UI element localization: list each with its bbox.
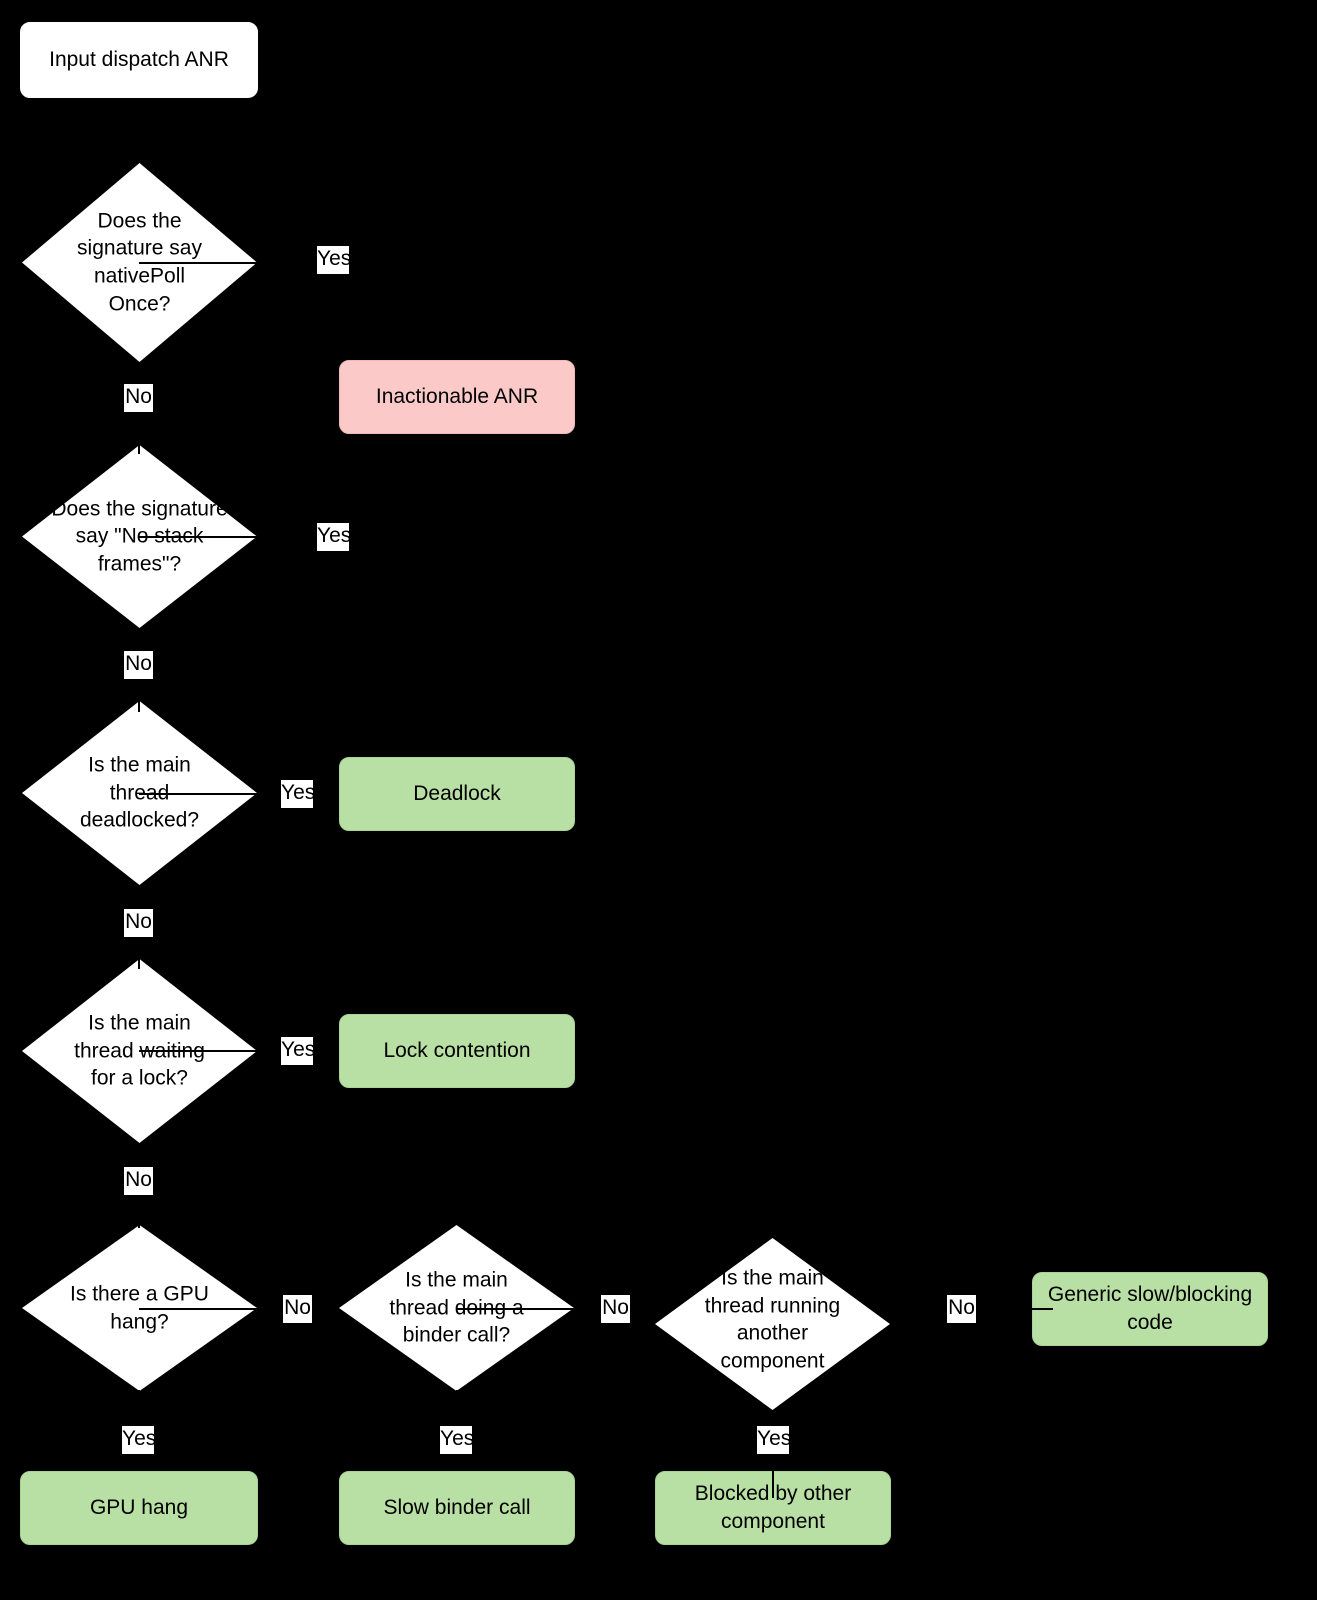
edge-nativepoll-yes-vertical (456, 262, 458, 360)
node-label: Slow binder call (383, 1496, 531, 1520)
node-label: Does the signature say "No stack frames"… (51, 496, 228, 576)
edge-label-binder-yes: Yes (440, 1426, 474, 1454)
edge-label-component-no: No (947, 1295, 976, 1323)
edge-start-to-nativepoll (138, 98, 140, 163)
node-decision-running-another-component[interactable]: Is the main thread running another compo… (655, 1238, 890, 1410)
edge-gpu-no (139, 1308, 339, 1310)
node-generic-slow-blocking-code-outcome[interactable]: Generic slow/blocking code (1032, 1272, 1268, 1346)
edge-component-yes (772, 1410, 774, 1498)
edge-label-nostack-no: No (124, 651, 153, 679)
node-decision-nativepoll-once[interactable]: Does the signature say nativePoll Once? (22, 163, 257, 362)
edge-label-deadlock-yes: Yes (281, 780, 315, 808)
edge-label-gpu-yes: Yes (122, 1426, 156, 1454)
edge-label-binder-no: No (601, 1295, 630, 1323)
edge-label-nostack-yes: Yes (317, 523, 351, 551)
edge-nostack-yes (139, 536, 457, 538)
node-label: Inactionable ANR (375, 385, 539, 409)
edge-label-lock-no: No (124, 1167, 153, 1195)
node-deadlock-outcome[interactable]: Deadlock (339, 757, 575, 831)
edge-label-nativepoll-no: No (124, 384, 153, 412)
node-label: Is the main thread waiting for a lock? (74, 1011, 205, 1090)
node-label: Is the main thread deadlocked? (79, 753, 200, 832)
edge-deadlock-yes (139, 793, 339, 795)
edge-label-component-yes: Yes (757, 1426, 791, 1454)
edge-label-lock-yes: Yes (281, 1037, 315, 1065)
node-slow-binder-call-outcome[interactable]: Slow binder call (339, 1471, 575, 1545)
node-label: GPU hang (89, 1496, 189, 1520)
node-label: Is the main thread doing a binder call? (389, 1268, 524, 1347)
edge-binder-no (457, 1308, 655, 1310)
node-label: Generic slow/blocking code (1047, 1283, 1253, 1334)
node-input-dispatch-anr[interactable]: Input dispatch ANR (20, 22, 258, 98)
node-gpu-hang-outcome[interactable]: GPU hang (20, 1471, 258, 1545)
edge-lock-yes (139, 1050, 339, 1052)
node-decision-no-stack-frames[interactable]: Does the signature say "No stack frames"… (22, 445, 257, 628)
node-label: Lock contention (383, 1039, 531, 1063)
edge-nativepoll-yes-horizontal (139, 262, 457, 264)
edge-label-gpu-no: No (283, 1295, 312, 1323)
node-label: Deadlock (413, 782, 501, 806)
node-label: Does the signature say nativePoll Once? (77, 209, 202, 316)
node-label: Input dispatch ANR (49, 48, 229, 72)
node-lock-contention-outcome[interactable]: Lock contention (339, 1014, 575, 1088)
edge-label-nativepoll-yes: Yes (317, 246, 351, 274)
node-label: Is there a GPU hang? (70, 1282, 209, 1333)
edge-label-deadlock-no: No (124, 909, 153, 937)
node-inactionable-anr[interactable]: Inactionable ANR (339, 360, 575, 434)
node-label: Is the main thread running another compo… (704, 1266, 841, 1373)
